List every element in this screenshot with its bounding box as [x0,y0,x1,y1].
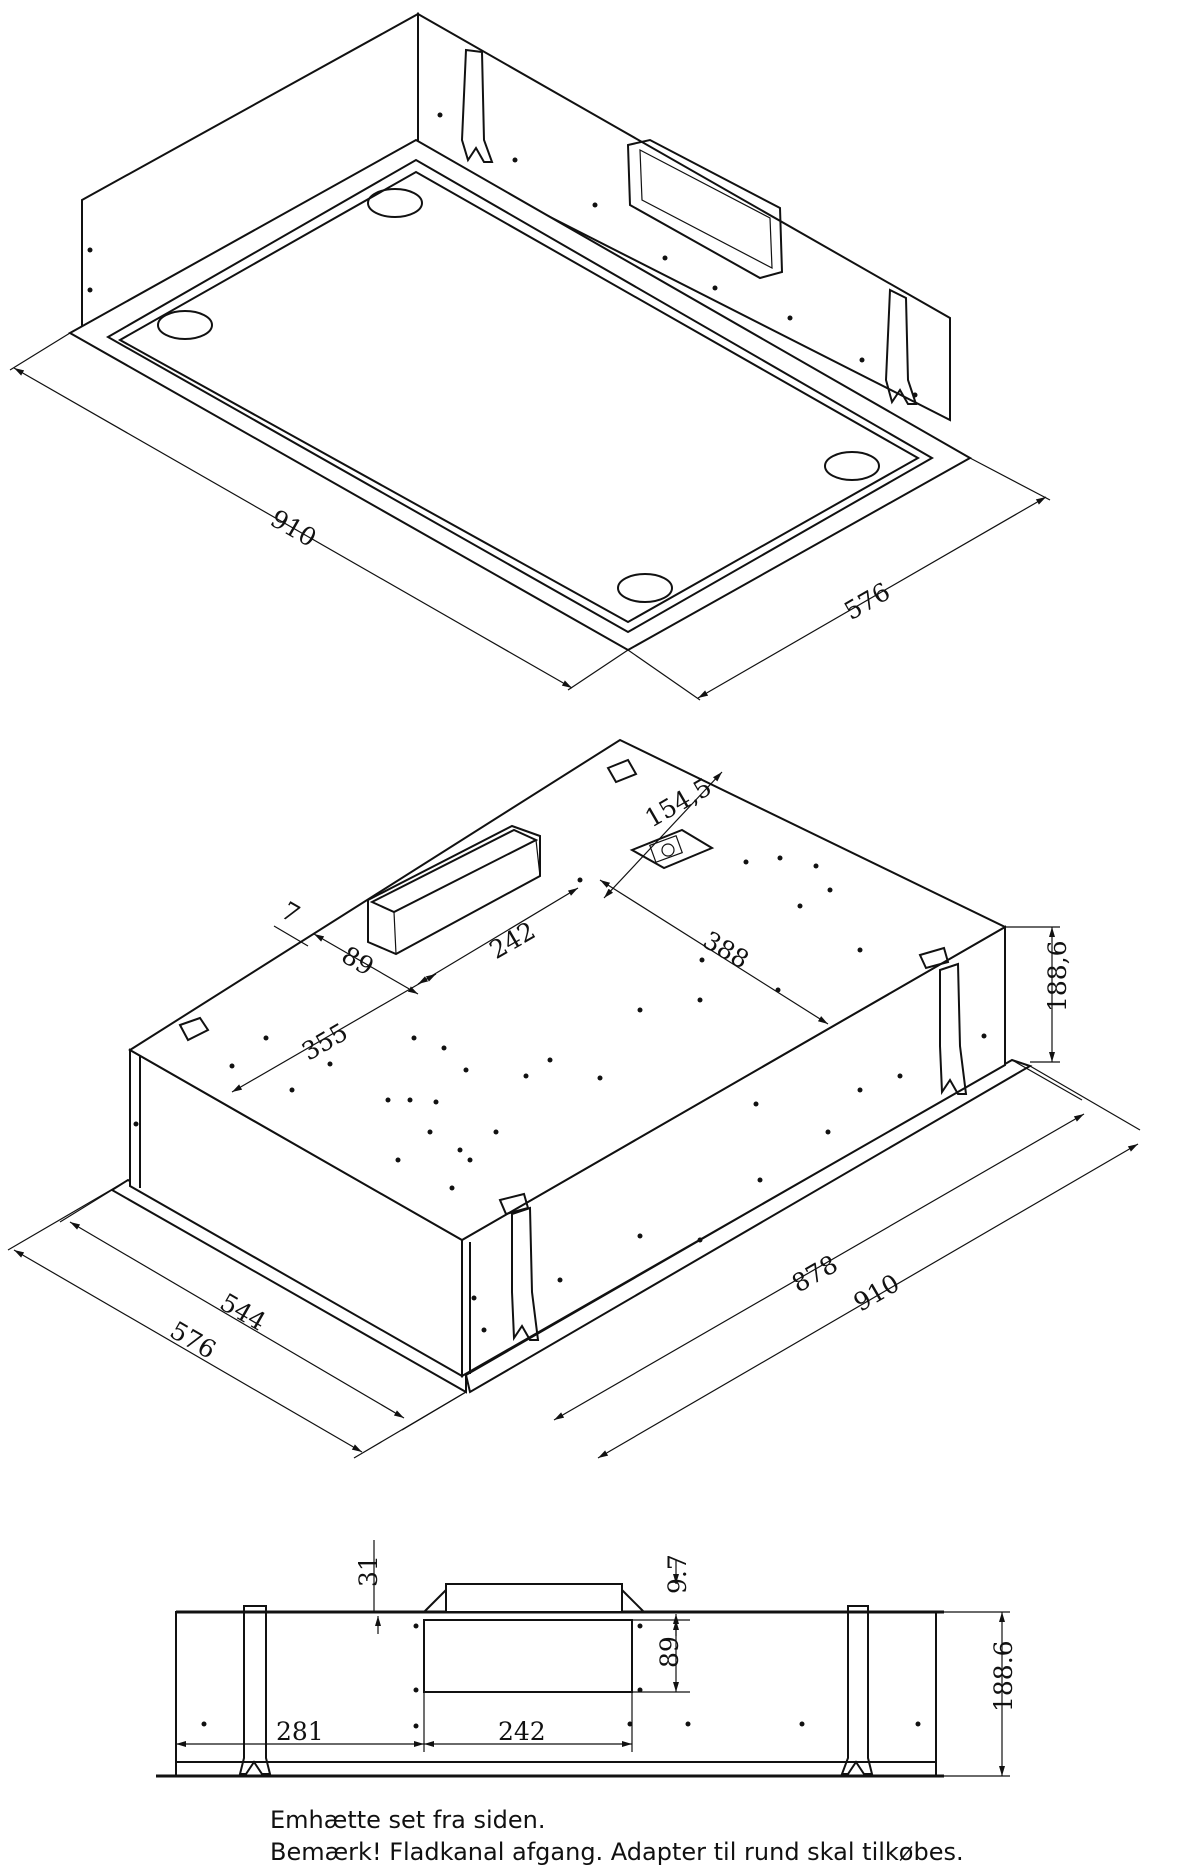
dim-inner-width-label: 544 [215,1288,271,1337]
middle-view: 188,6 544 576 878 910 355 388 242 89 7 1 [7,738,1141,1459]
bottom-hole [617,573,673,603]
dim-outlet-height-label: 9.7 [663,1554,692,1594]
bottom-hole [157,310,213,340]
wall-bracket [460,48,494,163]
top-view: 910 576 [9,12,1051,701]
bottom-hole [824,451,880,481]
side-view: 31 9.7 89 188.6 281 242 [156,1540,1018,1778]
dim-outlet-depth-label: 89 [655,1636,684,1668]
dim-outer-length-label: 910 [849,1268,905,1317]
bottom-hole [367,188,423,218]
dim-height-label: 188.6 [989,1640,1018,1712]
dim-height-label: 188,6 [1043,940,1072,1012]
wall-bracket [884,288,918,405]
corner-bracket [918,946,950,970]
side-bracket [238,1605,272,1775]
dim-small-label: 7 [276,896,304,929]
wall-holes [87,112,918,398]
dim-width-label: 576 [839,577,895,626]
side-bracket [511,1206,540,1342]
duct-outlet-inner [639,148,773,270]
dim-outlet-width-label: 242 [498,1717,546,1746]
side-holes [201,1623,921,1729]
duct-opening [423,1619,633,1693]
caption-line-1: Emhætte set fra siden. [270,1806,546,1834]
back-wall-right [417,12,951,422]
corner-bracket [178,1016,210,1042]
side-bracket [939,962,968,1096]
duct-outlet [445,1583,623,1613]
dim-length-label: 910 [266,504,322,553]
dim-inner-length-label: 878 [787,1249,843,1298]
dim-top-gap-label: 31 [354,1555,383,1587]
caption-line-2: Bemærk! Fladkanal afgang. Adapter til ru… [270,1838,964,1866]
side-bracket [840,1605,874,1775]
dim-left-offset-label: 281 [276,1717,324,1746]
duct-outlet [626,138,784,280]
dim-outer-width-label: 576 [165,1316,221,1365]
